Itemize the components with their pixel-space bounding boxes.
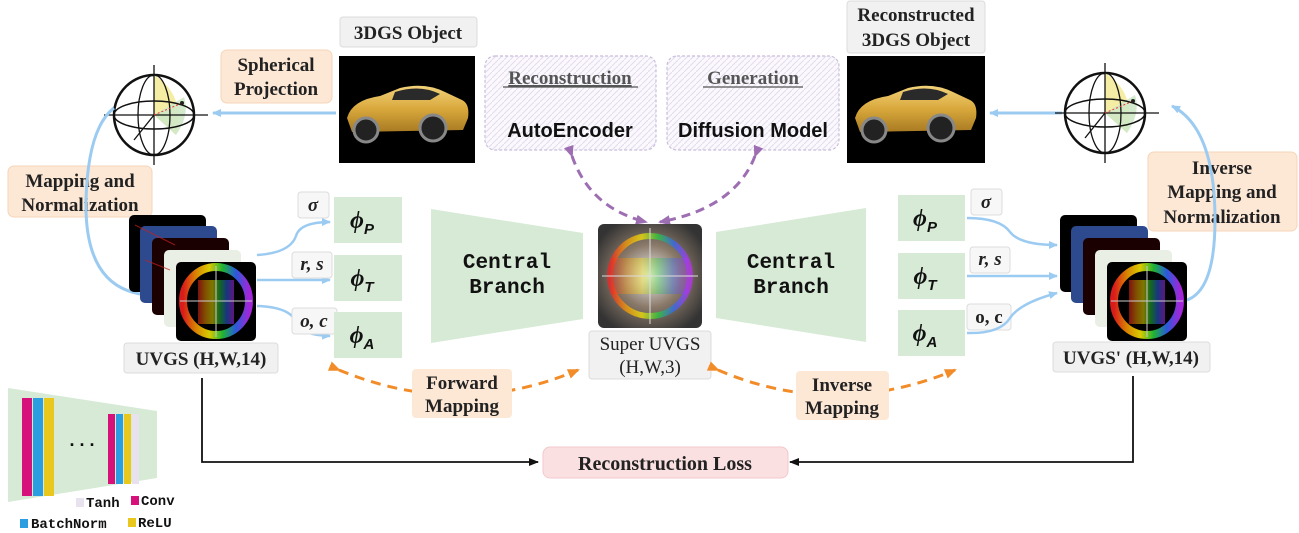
arrow-from-phi-p bbox=[966, 216, 1058, 249]
legend-relu: ReLU bbox=[138, 516, 172, 532]
sigma-label-left: σ bbox=[308, 195, 319, 216]
svg-text:ϕP: ϕP bbox=[913, 206, 938, 236]
inverse-mapping-line1: Inverse bbox=[812, 375, 872, 396]
svg-text:ϕA: ϕA bbox=[913, 321, 938, 351]
uvgs-label: UVGS (H,W,14) bbox=[136, 349, 267, 370]
generation-title: Generation bbox=[707, 68, 799, 89]
reconstruction-title: Reconstruction bbox=[508, 68, 632, 89]
rs-label-left: r, s bbox=[300, 254, 323, 275]
svg-text:ϕT: ϕT bbox=[350, 266, 375, 296]
object-3dgs-title: 3DGS Object bbox=[354, 23, 463, 44]
autoencoder-label: AutoEncoder bbox=[507, 120, 633, 142]
arrow-uvgs-prime-to-loss bbox=[789, 376, 1134, 466]
super-uvgs-line2: (H,W,3) bbox=[619, 357, 681, 378]
sphere-icon-right bbox=[1055, 63, 1159, 163]
phi-a-box-left: ϕA bbox=[334, 312, 402, 358]
arrow-purple-right bbox=[658, 144, 764, 226]
generation-diffusion-box: Generation Diffusion Model bbox=[666, 55, 840, 151]
reconstructed-title-line2: 3DGS Object bbox=[862, 30, 971, 51]
super-uvgs-image bbox=[598, 224, 702, 328]
arrow-purple-left bbox=[564, 144, 648, 225]
central-branch-decoder: Central Branch bbox=[716, 208, 866, 342]
forward-mapping-line2: Mapping bbox=[425, 396, 499, 417]
diffusion-label: Diffusion Model bbox=[678, 120, 828, 142]
reconstructed-object-image bbox=[847, 56, 985, 163]
object-3dgs-image bbox=[339, 56, 475, 163]
sphere-icon-left bbox=[104, 65, 208, 165]
arrow-uvgs-to-loss bbox=[201, 378, 539, 466]
legend-conv: Conv bbox=[141, 494, 175, 510]
inverse-line1: Inverse bbox=[1192, 158, 1252, 179]
central-branch-right-line1: Central bbox=[747, 252, 835, 275]
uvgs-prime-label: UVGS' (H,W,14) bbox=[1063, 348, 1199, 369]
uvgs-stack-right bbox=[1060, 215, 1187, 341]
car-icon bbox=[347, 85, 469, 144]
cnn-block-legend: . . . bbox=[8, 388, 157, 502]
svg-text:ϕP: ϕP bbox=[350, 208, 375, 238]
inverse-line2: Mapping and bbox=[1167, 182, 1277, 203]
svg-text:ϕA: ϕA bbox=[350, 323, 375, 353]
reconstruction-autoencoder-box: Reconstruction AutoEncoder bbox=[484, 55, 657, 151]
oc-label-right: o, c bbox=[975, 307, 1002, 328]
central-branch-left-line1: Central bbox=[463, 252, 551, 275]
svg-text:ϕT: ϕT bbox=[913, 264, 938, 294]
arrow-from-phi-a bbox=[966, 291, 1058, 335]
reconstruction-loss-label: Reconstruction Loss bbox=[578, 453, 752, 475]
central-branch-left-line2: Branch bbox=[469, 277, 545, 300]
sigma-label-right: σ bbox=[981, 192, 992, 213]
phi-t-box-left: ϕT bbox=[334, 255, 402, 301]
arrow-uvgs-to-sphere bbox=[1171, 104, 1217, 302]
uvgs-stack-left bbox=[129, 215, 256, 341]
phi-p-box-right: ϕP bbox=[898, 195, 965, 241]
spherical-projection-line2: Projection bbox=[234, 79, 318, 100]
phi-a-box-right: ϕA bbox=[898, 310, 965, 356]
oc-label-left: o, c bbox=[300, 311, 328, 332]
legend-batchnorm: BatchNorm bbox=[31, 517, 107, 533]
reconstructed-title-line1: Reconstructed bbox=[857, 5, 975, 26]
super-uvgs-line1: Super UVGS bbox=[600, 334, 701, 355]
legend-tanh: Tanh bbox=[86, 496, 120, 512]
arrow-to-phi-p bbox=[256, 218, 331, 257]
rs-label-right: r, s bbox=[978, 249, 1001, 270]
legend-dots: . . . bbox=[69, 430, 94, 450]
forward-mapping-line1: Forward bbox=[426, 373, 498, 394]
mapping-line1: Mapping and bbox=[25, 171, 135, 192]
inverse-line3: Normalization bbox=[1163, 207, 1281, 228]
mapping-line2: Normalization bbox=[21, 195, 139, 216]
central-branch-encoder: Central Branch bbox=[431, 209, 583, 343]
phi-t-box-right: ϕT bbox=[898, 253, 965, 299]
central-branch-right-line2: Branch bbox=[753, 277, 829, 300]
phi-p-box-left: ϕP bbox=[334, 197, 402, 243]
inverse-mapping-line2: Mapping bbox=[805, 398, 879, 419]
arrow-sphere-to-uvgs bbox=[84, 106, 149, 299]
spherical-projection-line1: Spherical bbox=[237, 55, 314, 76]
car-icon bbox=[855, 85, 977, 144]
